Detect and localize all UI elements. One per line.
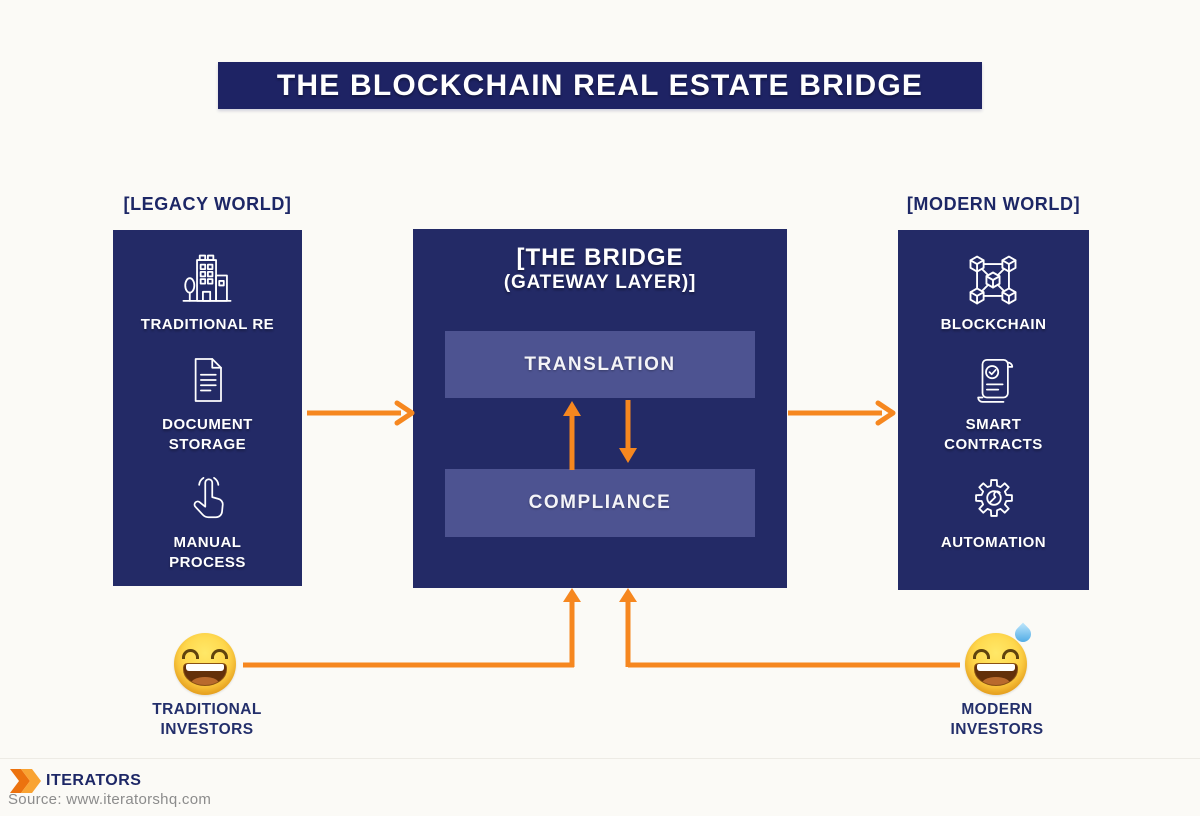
- compliance-to-translation-arrow: [563, 401, 581, 470]
- modern-item-blockchain: BLOCKCHAIN: [941, 250, 1047, 335]
- compliance-box: COMPLIANCE: [445, 469, 755, 537]
- modern-investors-connector: [619, 588, 960, 668]
- blockchain-icon: [963, 250, 1023, 310]
- bridge-header-line2: (GATEWAY LAYER)]: [503, 272, 697, 293]
- sweat-drop-icon: [1011, 622, 1035, 646]
- iterators-logo-icon: [10, 769, 44, 793]
- bridge-header-line1: [THE BRIDGE: [516, 244, 684, 271]
- legacy-item-manual-process: MANUAL PROCESS: [169, 468, 246, 573]
- emoji-eye: [211, 649, 228, 659]
- document-icon: [179, 350, 235, 410]
- modern-item-label: AUTOMATION: [940, 533, 1047, 551]
- translation-box: TRANSLATION: [445, 331, 755, 398]
- scroll-icon: [965, 350, 1021, 410]
- gear-icon: [965, 468, 1023, 528]
- legacy-to-bridge-arrow: [307, 400, 415, 426]
- emoji-mouth: [183, 663, 227, 686]
- modern-items: BLOCKCHAIN SMART CONTRACTS: [898, 230, 1089, 590]
- modern-world-header: [MODERN WORLD]: [906, 194, 1081, 214]
- grinning-face-emoji: [174, 633, 236, 695]
- source-attribution: Source: www.iteratorshq.com: [8, 791, 212, 808]
- title-banner: THE BLOCKCHAIN REAL ESTATE BRIDGE: [218, 62, 982, 109]
- modern-item-smart-contracts: SMART CONTRACTS: [944, 350, 1043, 455]
- legacy-world-header: [LEGACY WORLD]: [123, 194, 292, 214]
- emoji-eye: [182, 649, 199, 659]
- hand-tap-icon: [179, 468, 235, 528]
- grinning-face-sweat-emoji: [965, 622, 1035, 695]
- footer-divider: [0, 758, 1200, 759]
- legacy-item-document-storage: DOCUMENT STORAGE: [162, 350, 253, 455]
- translation-to-compliance-arrow: [619, 400, 637, 463]
- modern-item-label: BLOCKCHAIN: [940, 316, 1047, 333]
- emoji-eye: [1002, 649, 1019, 659]
- modern-world-panel: BLOCKCHAIN SMART CONTRACTS: [898, 230, 1089, 590]
- modern-item-label: SMART CONTRACTS: [944, 415, 1043, 453]
- legacy-world-panel: TRADITIONAL RE DOCUMENT STORAGE: [113, 230, 302, 586]
- modern-item-automation: AUTOMATION: [941, 468, 1046, 553]
- emoji-eye: [973, 649, 990, 659]
- iterators-logo-text: ITERATORS: [46, 772, 142, 789]
- page-title: THE BLOCKCHAIN REAL ESTATE BRIDGE: [276, 68, 924, 102]
- legacy-item-label: DOCUMENT STORAGE: [162, 415, 253, 453]
- legacy-items: TRADITIONAL RE DOCUMENT STORAGE: [113, 230, 302, 586]
- legacy-item-label: TRADITIONAL RE: [140, 316, 275, 333]
- bridge-panel: [THE BRIDGE (GATEWAY LAYER)] TRANSLATION…: [413, 229, 787, 588]
- building-icon: [178, 250, 236, 310]
- traditional-investors-connector: [243, 588, 581, 668]
- emoji-mouth: [974, 663, 1018, 686]
- legacy-item-label: MANUAL PROCESS: [169, 533, 246, 571]
- modern-investors-label: MODERN INVESTORS: [950, 701, 1044, 739]
- legacy-item-traditional-re: TRADITIONAL RE: [141, 250, 274, 335]
- traditional-investors-label: TRADITIONAL INVESTORS: [152, 701, 262, 739]
- bridge-to-modern-arrow: [788, 400, 896, 426]
